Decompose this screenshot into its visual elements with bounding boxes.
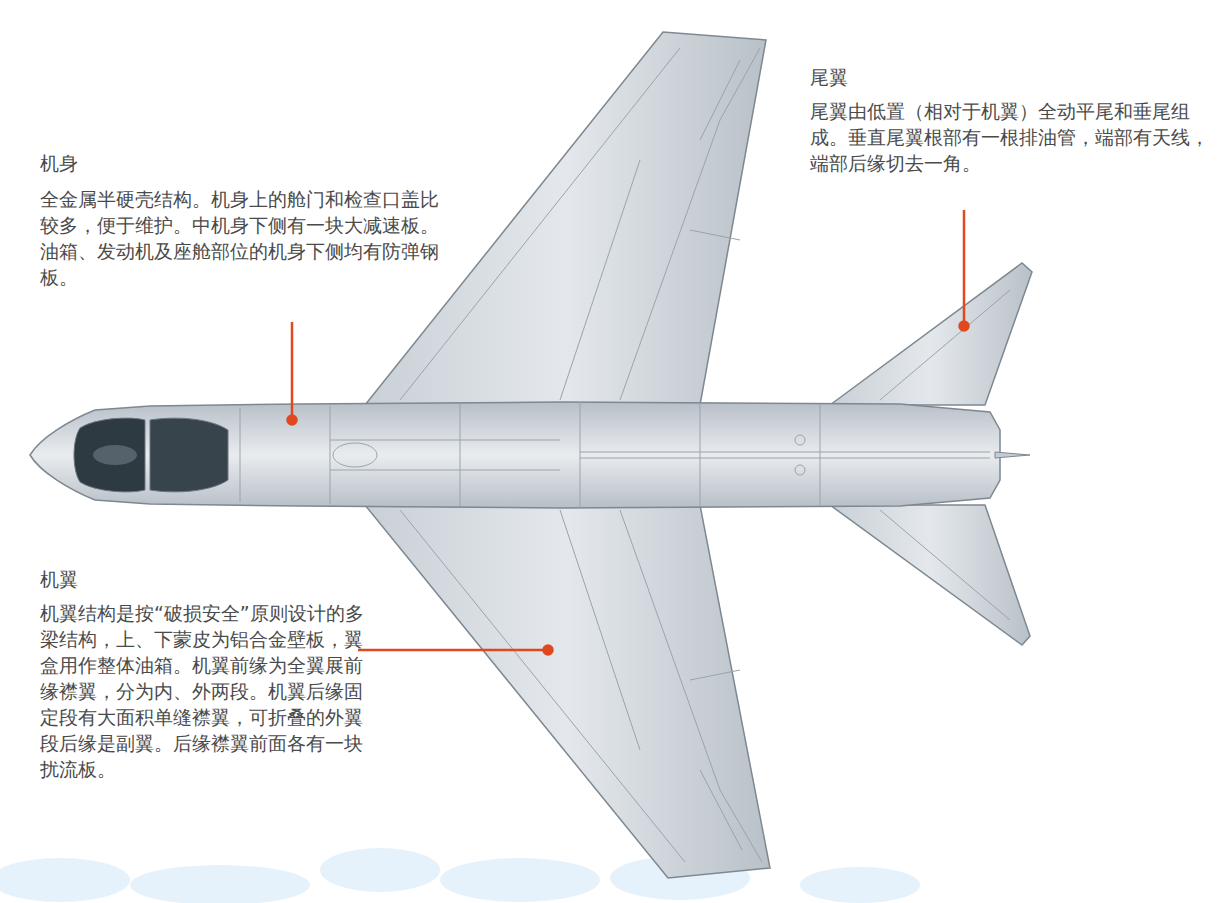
section-heading: 尾翼 [810,64,1210,90]
section-note: 全金属半硬壳结构。机身上的舱门和检查口盖比较多，便于维护。中机身下侧有一块大减速… [40,186,450,290]
canopy [74,418,228,492]
section-heading: 机身 [40,150,450,176]
fuel-dump-pipe [995,452,1030,458]
cloud [0,848,920,903]
section-note: 机翼结构是按“破损安全”原则设计的多梁结构，上、下蒙皮为铝合金壁板，翼盒用作整体… [40,600,365,782]
fuselage [30,402,1000,508]
section-note: 尾翼由低置（相对于机翼）全动平尾和垂尾组成。垂直尾翼根部有一根排油管，端部有天线… [810,98,1210,176]
fuselage-panel-lines [240,402,990,508]
leader-line [288,210,969,655]
section-heading: 机翼 [40,566,365,592]
